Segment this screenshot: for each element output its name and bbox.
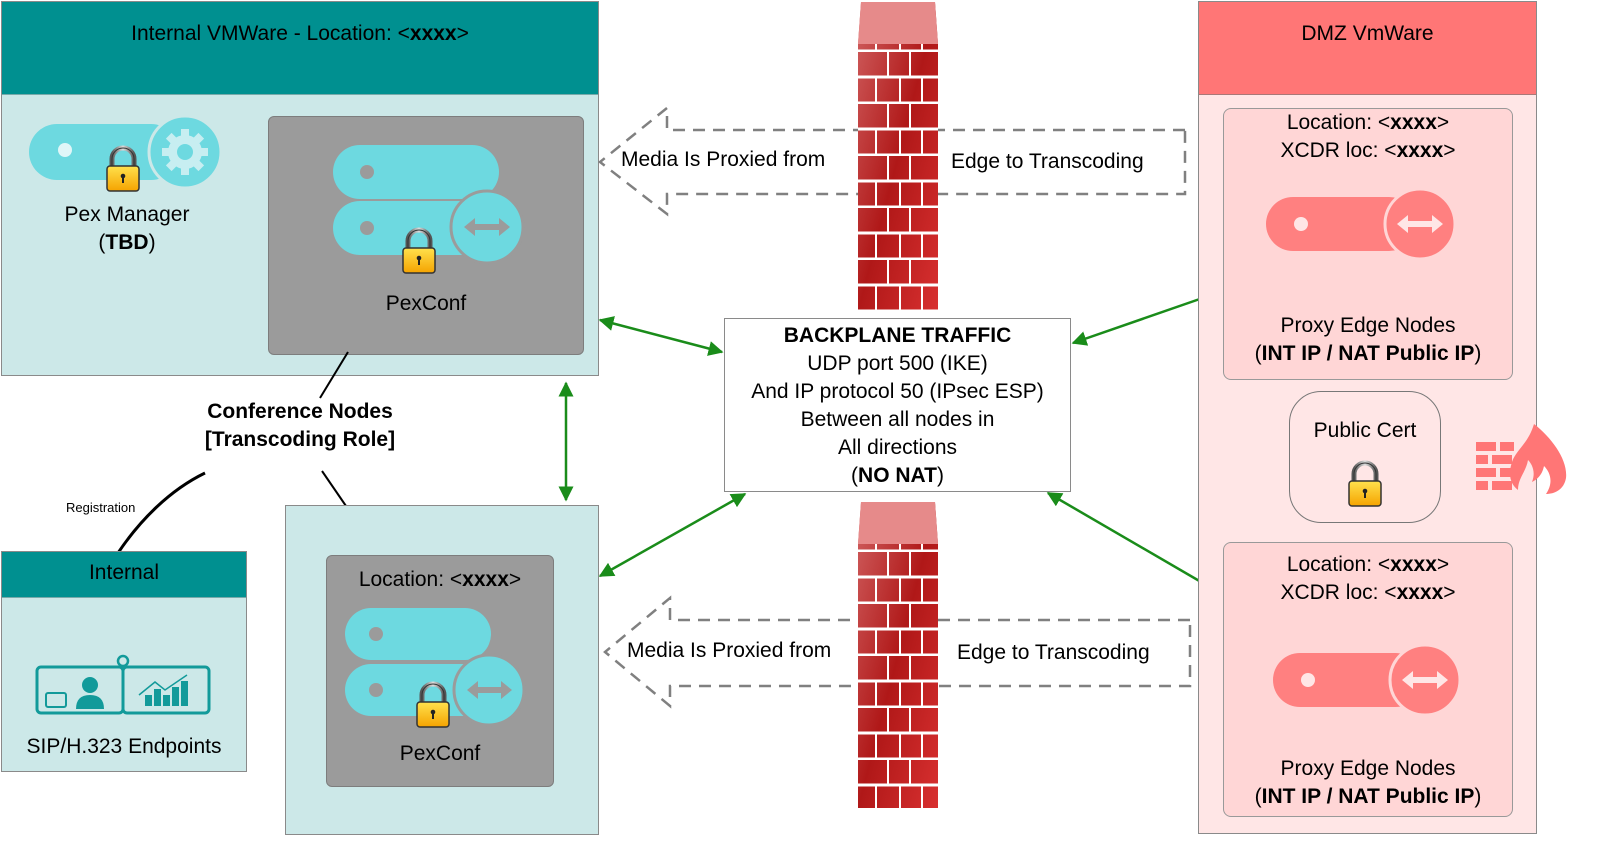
dmz-vmware-container: DMZ VmWare Location: <xxxx> XCDR loc: <x…	[1198, 1, 1537, 834]
backplane-line: Between all nodes in	[800, 408, 995, 431]
media-arrow-bottom	[603, 595, 1192, 709]
pex-manager-label: Pex Manager	[64, 203, 190, 226]
internal-endpoints-label: SIP/H.323 Endpoints	[26, 735, 222, 758]
backplane-arrow-lower-left	[598, 492, 747, 578]
lock-icon	[1348, 462, 1384, 510]
paren: (	[851, 464, 859, 487]
edge-upper-label: Proxy Edge Nodes	[1280, 314, 1456, 337]
media-top-left-text: Media Is Proxied from	[621, 148, 826, 172]
media-arrow-top	[597, 105, 1187, 217]
xcdr-suffix: >	[1443, 581, 1456, 604]
internal-vmware-header: Internal VMWare - Location: <xxxx>	[2, 2, 598, 95]
paren: )	[1474, 785, 1482, 808]
internal-vmware-container: Internal VMWare - Location: <xxxx> Pex M…	[1, 1, 599, 376]
backplane-line: UDP port 500 (IKE)	[807, 352, 988, 375]
edge-lower-xcdr: XCDR loc: <xxxx>	[1224, 579, 1512, 607]
media-bottom-left-text: Media Is Proxied from	[627, 639, 832, 662]
backplane-line: All directions	[837, 436, 958, 459]
loc-placeholder: xxxx	[1390, 553, 1437, 576]
pexconf-upper-box[interactable]: PexConf	[268, 116, 584, 355]
paren: )	[1474, 342, 1482, 365]
pexconf-upper-label: PexConf	[385, 292, 467, 315]
title-suffix: >	[456, 22, 469, 45]
loc-placeholder: xxxx	[1390, 111, 1437, 134]
loc-suffix: >	[1436, 553, 1450, 576]
tbd-text: TBD	[105, 231, 149, 254]
internal-vmware-title: Internal VMWare - Location: <xxxx>	[2, 22, 598, 46]
public-cert-label: Public Cert	[1313, 419, 1417, 442]
loc-prefix: Location: <	[358, 568, 463, 591]
edge-upper-ip: (INT IP / NAT Public IP)	[1224, 340, 1512, 368]
internal-endpoints-header: Internal	[2, 552, 246, 598]
loc-prefix: Location: <	[1286, 111, 1391, 134]
pexconf-lower-box[interactable]: Location: <xxxx> PexConf	[326, 555, 554, 787]
firewall-flame-icon	[1476, 424, 1567, 494]
management-server-icon	[29, 114, 223, 190]
public-cert-box[interactable]: Public Cert	[1289, 391, 1441, 523]
title-prefix: Internal VMWare - Location: <	[131, 22, 410, 45]
loc-suffix: >	[508, 568, 522, 591]
proxy-edge-upper-box[interactable]: Location: <xxxx> XCDR loc: <xxxx> Proxy …	[1223, 108, 1513, 380]
registration-connector	[116, 471, 206, 554]
backplane-line: And IP protocol 50 (IPsec ESP)	[751, 380, 1044, 403]
paren: (	[1254, 342, 1262, 365]
paren: )	[148, 231, 156, 254]
loc-placeholder: xxxx	[462, 568, 509, 591]
paren: (	[1254, 785, 1262, 808]
loc-suffix: >	[1436, 111, 1450, 134]
proxy-edge-lower-box[interactable]: Location: <xxxx> XCDR loc: <xxxx> Proxy …	[1223, 542, 1513, 817]
xcdr-placeholder: xxxx	[1396, 581, 1444, 604]
edge-upper-location: Location: <xxxx>	[1224, 109, 1512, 137]
loc-prefix: Location: <	[1286, 553, 1391, 576]
connector-upper-conf	[319, 351, 349, 399]
xcdr-suffix: >	[1443, 139, 1456, 162]
registration-label: Registration	[66, 500, 136, 515]
conference-server-icon	[345, 608, 526, 727]
conference-nodes-line1: Conference Nodes	[207, 400, 393, 423]
video-endpoint-icon	[35, 654, 211, 715]
pexconf-lower-location: Location: <xxxx>	[327, 566, 553, 594]
internal-endpoints-container: Internal SIP/H.323 Endpoints	[1, 551, 247, 772]
backplane-arrow-lower-right	[1046, 491, 1222, 595]
firewall-bottom-icon	[858, 502, 938, 808]
dmz-title: DMZ VmWare	[1301, 22, 1434, 45]
media-top-right-text: Edge to Transcoding	[951, 150, 1144, 173]
backplane-title: BACKPLANE TRAFFIC	[783, 324, 1012, 347]
pex-manager-sublabel: (TBD)	[17, 229, 237, 257]
internal-endpoints-title: Internal	[88, 561, 160, 584]
paren: (	[98, 231, 106, 254]
conference-nodes-line2: [Transcoding Role]	[204, 428, 396, 451]
xcdr-placeholder: xxxx	[1396, 139, 1444, 162]
edge-lower-label: Proxy Edge Nodes	[1280, 757, 1456, 780]
connector-lower-conf	[321, 470, 347, 507]
edge-lower-location: Location: <xxxx>	[1224, 551, 1512, 579]
paren: )	[936, 464, 944, 487]
backplane-traffic-box: BACKPLANE TRAFFIC UDP port 500 (IKE) And…	[724, 318, 1071, 492]
lower-conference-container: Location: <xxxx> PexConf	[285, 505, 599, 835]
backplane-arrow-upper-right	[1071, 289, 1222, 346]
title-placeholder: xxxx	[409, 22, 457, 45]
edge-lower-ip: (INT IP / NAT Public IP)	[1224, 783, 1512, 811]
pexconf-lower-label: PexConf	[399, 742, 481, 765]
firewall-top-icon	[858, 2, 938, 312]
backplane-nonat: (NO NAT)	[725, 462, 1070, 490]
media-bottom-right-text: Edge to Transcoding	[957, 641, 1150, 664]
xcdr-prefix: XCDR loc: <	[1280, 139, 1397, 162]
lock-icon	[416, 683, 452, 731]
dmz-header: DMZ VmWare	[1199, 2, 1536, 95]
ip-text: INT IP / NAT Public IP	[1261, 342, 1475, 365]
pex-manager-node[interactable]: Pex Manager (TBD)	[27, 114, 227, 264]
nonat-text: NO NAT	[858, 464, 937, 487]
conference-nodes-label: Conference Nodes [Transcoding Role]	[180, 398, 420, 454]
ip-text: INT IP / NAT Public IP	[1261, 785, 1475, 808]
edge-server-icon	[1266, 187, 1457, 261]
edge-server-icon	[1273, 643, 1462, 717]
edge-upper-xcdr: XCDR loc: <xxxx>	[1224, 137, 1512, 165]
xcdr-prefix: XCDR loc: <	[1280, 581, 1397, 604]
backplane-arrow-upper-left	[598, 316, 724, 356]
